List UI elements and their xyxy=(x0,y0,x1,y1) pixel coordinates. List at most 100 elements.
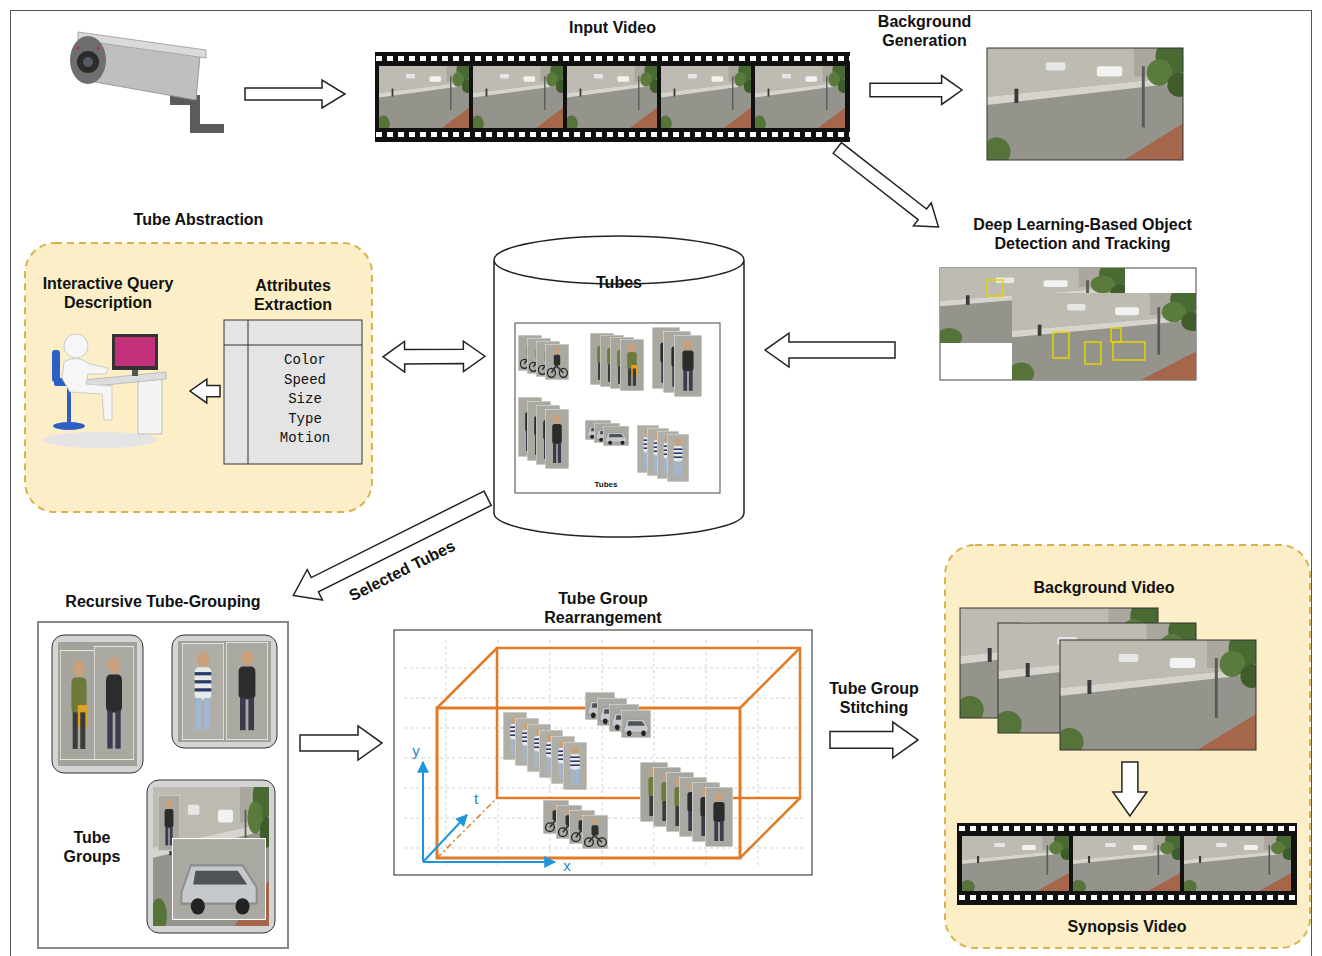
film-strip xyxy=(960,831,1073,894)
space-time-cube xyxy=(563,742,587,790)
background-image xyxy=(987,48,1183,160)
axis-label: x xyxy=(559,857,575,874)
tube-groups-box xyxy=(226,642,268,740)
user-computer-icon xyxy=(52,350,60,382)
tube-groups-box xyxy=(52,635,143,773)
dashed-panel xyxy=(945,545,1310,948)
space-time-cube xyxy=(404,668,804,669)
film-strip xyxy=(375,55,850,63)
user-computer-icon xyxy=(115,337,155,366)
tube-groups-box xyxy=(182,643,224,740)
outer-frame xyxy=(11,11,1312,956)
user-computer-icon xyxy=(112,334,158,370)
edge-label: Selected Tubes xyxy=(346,536,458,605)
camera-icon xyxy=(70,32,224,133)
space-time-cube xyxy=(446,640,447,866)
tubes-image xyxy=(545,409,569,469)
film-strip xyxy=(565,60,660,131)
attribute-table xyxy=(224,320,362,464)
table-cell: Motion xyxy=(255,430,355,447)
space-time-cube xyxy=(437,798,497,858)
tubes-image xyxy=(674,335,702,397)
film-strip xyxy=(957,894,1297,902)
table-cell: Color xyxy=(255,352,355,369)
space-time-cube xyxy=(423,762,555,862)
camera-icon xyxy=(96,46,99,49)
node-heading: Background Generation xyxy=(862,12,987,50)
tubes-image xyxy=(620,339,644,391)
image-panel: Background Generation xyxy=(987,48,1183,160)
node-heading: Recursive Tube-Grouping xyxy=(28,592,298,611)
tube-groups-box xyxy=(60,650,98,760)
detection-image xyxy=(1113,342,1145,360)
film-strip xyxy=(375,52,850,142)
cylinder-outline xyxy=(494,236,744,537)
tube-groups-box xyxy=(38,622,288,948)
user-computer-icon xyxy=(64,334,88,358)
axis-label: t xyxy=(468,790,484,807)
table-cell: Size xyxy=(255,391,355,408)
tube-groups-box xyxy=(151,774,274,933)
flow-arrow xyxy=(190,379,220,403)
film-strip: Input Video xyxy=(375,15,850,143)
edge-label: Tube Group Stitching xyxy=(819,679,929,717)
table-cell: Speed xyxy=(255,372,355,389)
tube-groups-box xyxy=(178,641,271,742)
node-heading: Attributes Extraction xyxy=(218,276,368,314)
camera-icon xyxy=(170,95,224,133)
space-time-cube xyxy=(654,640,655,866)
user-computer-icon xyxy=(53,422,85,430)
detection-image xyxy=(987,280,1003,296)
space-time-cube xyxy=(404,788,804,789)
film-strip xyxy=(377,60,472,131)
film-strip xyxy=(957,823,1297,905)
attribute-table xyxy=(224,345,362,346)
group-box: Recursive Tube-GroupingTube Groups xyxy=(38,588,288,950)
user-computer-icon xyxy=(138,378,162,434)
cube-box: Tube Group Rearrangement xyxy=(394,585,812,875)
space-time-cube xyxy=(394,630,812,875)
flow-arrow xyxy=(870,76,962,105)
node-heading: Background Video xyxy=(1004,578,1204,597)
user-computer-icon xyxy=(132,370,138,376)
user-computer-icon xyxy=(62,358,112,420)
background-video-stack xyxy=(956,598,1264,756)
tube-groups-box xyxy=(172,635,277,748)
space-time-cube xyxy=(437,708,740,858)
tube-groups-box xyxy=(58,642,137,766)
image-stack: Background Video xyxy=(958,572,1258,752)
image-panel: Deep Learning-Based Object Detection and… xyxy=(940,213,1200,381)
space-time-cube xyxy=(705,787,733,847)
background-image xyxy=(983,38,1191,166)
table-cell: Type xyxy=(255,411,355,428)
film-strip xyxy=(957,823,1297,905)
node-caption: Tube Groups xyxy=(52,828,132,866)
node-heading: Deep Learning-Based Object Detection and… xyxy=(935,215,1230,253)
tube-groups-box xyxy=(94,646,134,760)
database-cylinder: Tubes xyxy=(493,235,745,538)
attribute-table xyxy=(248,320,249,464)
background-video-stack xyxy=(1060,640,1256,750)
tube-groups-box xyxy=(38,622,288,948)
film-strip xyxy=(1182,831,1295,894)
film-strip xyxy=(753,60,848,131)
space-time-cube xyxy=(621,710,651,738)
tubes-image xyxy=(545,344,569,380)
space-time-cube xyxy=(404,728,804,729)
space-time-cube xyxy=(758,640,759,866)
space-time-cube xyxy=(582,815,608,849)
flow-arrow xyxy=(300,726,382,760)
user-computer-icon xyxy=(42,334,166,448)
detection-image xyxy=(1008,285,1203,385)
background-image xyxy=(983,38,1191,166)
dashed-panel xyxy=(25,243,372,512)
tubes-image xyxy=(603,426,629,446)
film-strip xyxy=(471,60,566,131)
detection-image xyxy=(1053,332,1069,358)
camera-icon xyxy=(77,51,99,73)
space-time-cube xyxy=(404,758,804,759)
film-strip xyxy=(1071,831,1184,894)
